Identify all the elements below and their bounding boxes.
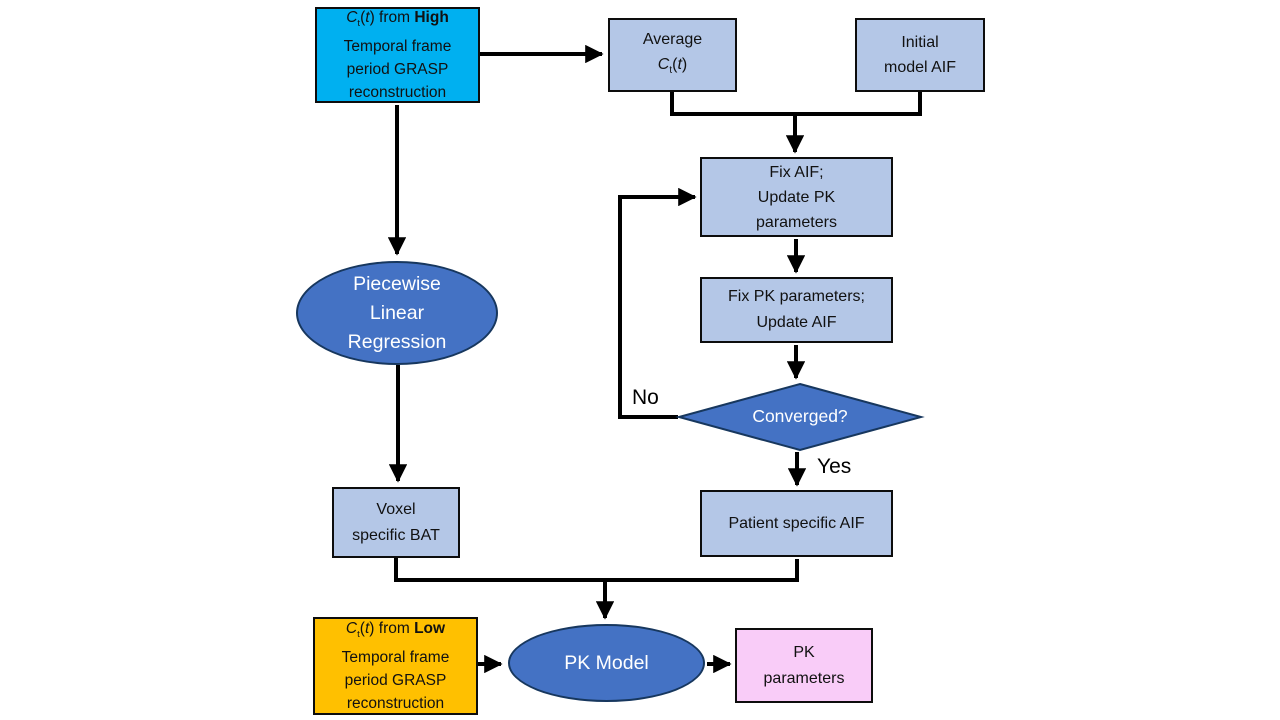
- formula-t: t: [365, 8, 370, 26]
- node-line-formula: Ct(t): [658, 52, 687, 83]
- node-line: Update AIF: [756, 314, 837, 331]
- node-line-formula: Ct(t) from Low: [346, 617, 445, 646]
- formula-sub: t: [357, 629, 360, 641]
- node-voxel-specific-bat: Voxel specific BAT: [332, 487, 460, 558]
- node-line: specific BAT: [352, 526, 440, 544]
- node-line: Temporal frame: [343, 38, 452, 56]
- node-line: Fix PK parameters;: [728, 288, 865, 305]
- node-line: period GRASP: [344, 672, 447, 690]
- node-line: Patient specific AIF: [728, 514, 865, 532]
- formula-c: C: [657, 55, 670, 73]
- formula-sub: t: [669, 65, 673, 77]
- node-line: Initial: [901, 34, 939, 51]
- connector-no-loop: [618, 187, 697, 419]
- edge-label-no: No: [632, 386, 659, 409]
- node-pk-parameters: PK parameters: [735, 628, 873, 703]
- node-converged-label: Converged?: [752, 406, 848, 426]
- node-high-temporal-grasp: Ct(t) from High Temporal frame period GR…: [315, 7, 480, 103]
- edge-label-yes: Yes: [817, 455, 852, 478]
- node-line: Average: [642, 30, 703, 48]
- emphasis-low: Low: [414, 619, 446, 637]
- node-line: Update PK: [757, 188, 836, 206]
- formula-close: ): [369, 8, 375, 26]
- node-line: parameters: [763, 669, 845, 687]
- node-line-formula: Ct(t) from High: [346, 6, 449, 35]
- node-line: Piecewise: [353, 272, 441, 295]
- node-piecewise-linear-regression: Piecewise Linear Regression: [296, 261, 498, 365]
- formula-c: C: [345, 619, 358, 637]
- from-text: from: [374, 619, 415, 637]
- node-fix-aif-update-pk: Fix AIF; Update PK parameters: [700, 157, 893, 237]
- node-line: parameters: [756, 213, 837, 231]
- formula-sub: t: [357, 18, 361, 30]
- formula-close: ): [369, 619, 375, 637]
- node-line: PK Model: [564, 652, 649, 674]
- node-line: Fix AIF;: [769, 163, 824, 181]
- node-line: Regression: [347, 330, 447, 353]
- formula-open: (: [359, 619, 365, 637]
- node-line: PK: [793, 643, 815, 661]
- formula-t: t: [677, 55, 682, 73]
- formula-open: (: [360, 8, 366, 26]
- connector-average-initial-merge: [670, 92, 922, 116]
- node-line: model AIF: [883, 59, 957, 76]
- node-line: Linear: [369, 301, 425, 324]
- node-fix-pk-update-aif: Fix PK parameters; Update AIF: [700, 277, 893, 343]
- node-low-temporal-grasp: Ct(t) from Low Temporal frame period GRA…: [313, 617, 478, 715]
- node-patient-specific-aif: Patient specific AIF: [700, 490, 893, 557]
- formula-t: t: [364, 619, 370, 637]
- node-pk-model: PK Model: [508, 624, 705, 702]
- emphasis-high: High: [414, 8, 449, 26]
- node-initial-model-aif: Initial model AIF: [855, 18, 985, 92]
- formula-close: ): [681, 55, 688, 73]
- converged-diamond-shape: [675, 382, 925, 452]
- formula-open: (: [672, 55, 678, 73]
- connector-voxel-patient-merge: [394, 558, 799, 582]
- formula-c: C: [346, 8, 358, 26]
- node-average-ct: Average Ct(t): [608, 18, 737, 92]
- node-line: reconstruction: [346, 695, 445, 713]
- node-line: period GRASP: [346, 61, 449, 79]
- from-text: from: [374, 8, 415, 26]
- node-line: Voxel: [376, 500, 416, 518]
- node-line: reconstruction: [348, 84, 447, 102]
- node-line: Temporal frame: [341, 649, 450, 667]
